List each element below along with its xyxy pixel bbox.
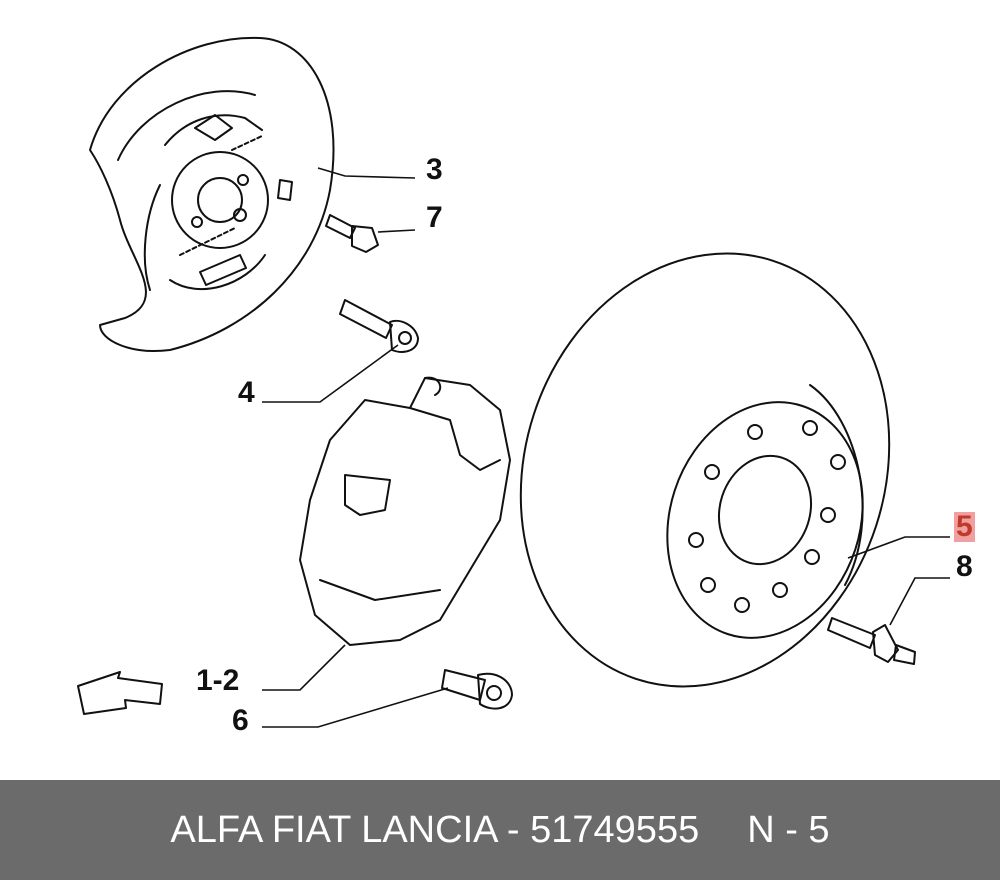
callout-7: 7: [426, 201, 443, 234]
footer-bar: ALFA FIAT LANCIA - 51749555 N - 5: [0, 780, 1000, 880]
backing-plate-drawing: [89, 36, 335, 352]
callout-3: 3: [426, 153, 443, 186]
caliper-drawing: [299, 376, 511, 646]
footer-brand-text: ALFA FIAT LANCIA - 51749555: [170, 808, 700, 851]
bolt-7-drawing: [325, 214, 379, 253]
callout-8: 8: [956, 550, 973, 583]
footer-ref-text: N - 5: [747, 808, 830, 851]
callout-1-2: 1-2: [196, 664, 240, 697]
stud-8-drawing: [827, 617, 916, 665]
bolt-6-drawing: [441, 669, 513, 710]
bolt-4-drawing: [339, 299, 419, 353]
callout-4: 4: [238, 376, 255, 409]
brake-exploded-diagram: [77, 36, 950, 728]
callout-6: 6: [232, 704, 249, 737]
callout-5: 5: [954, 510, 975, 543]
direction-arrow-icon: [77, 671, 163, 715]
leader-lines: [262, 167, 950, 728]
brake-disc-drawing: [519, 252, 891, 688]
